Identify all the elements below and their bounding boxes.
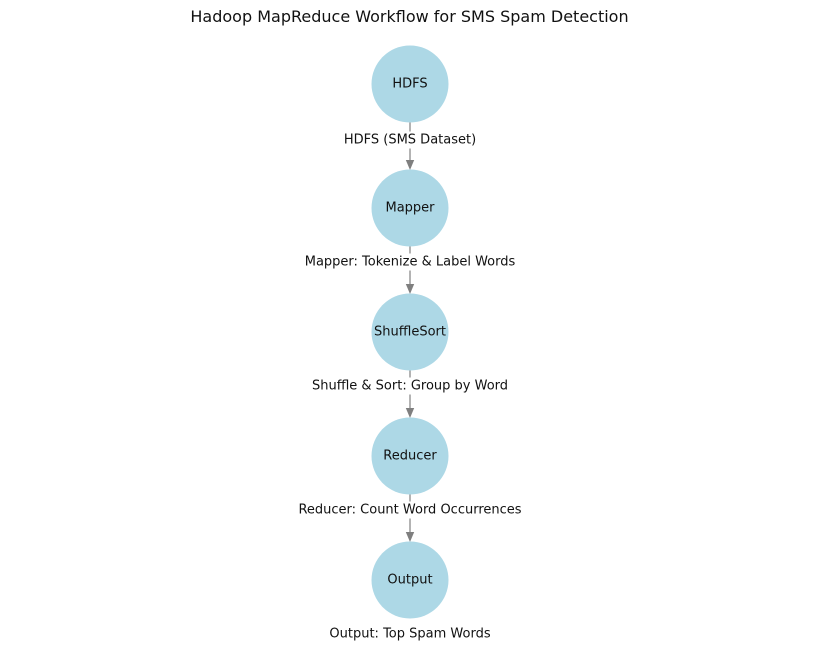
node-description-output: Output: Top Spam Words [326, 625, 494, 643]
node-description-reducer: Reducer: Count Word Occurrences [295, 501, 525, 519]
node-description-mapper: Mapper: Tokenize & Label Words [301, 253, 519, 271]
figure-title: Hadoop MapReduce Workflow for SMS Spam D… [190, 7, 629, 26]
node-output: Output [371, 541, 449, 619]
node-reducer: Reducer [371, 417, 449, 495]
node-label-output: Output [387, 572, 433, 588]
node-label-hdfs: HDFS [392, 76, 428, 92]
node-description-hdfs: HDFS (SMS Dataset) [340, 131, 480, 149]
node-description-shufflesort: Shuffle & Sort: Group by Word [308, 377, 512, 395]
node-mapper: Mapper [371, 169, 449, 247]
node-hdfs: HDFS [371, 45, 449, 123]
node-shufflesort: ShuffleSort [371, 293, 449, 371]
node-label-reducer: Reducer [383, 448, 437, 464]
node-label-shufflesort: ShuffleSort [374, 324, 446, 340]
node-label-mapper: Mapper [385, 200, 435, 216]
